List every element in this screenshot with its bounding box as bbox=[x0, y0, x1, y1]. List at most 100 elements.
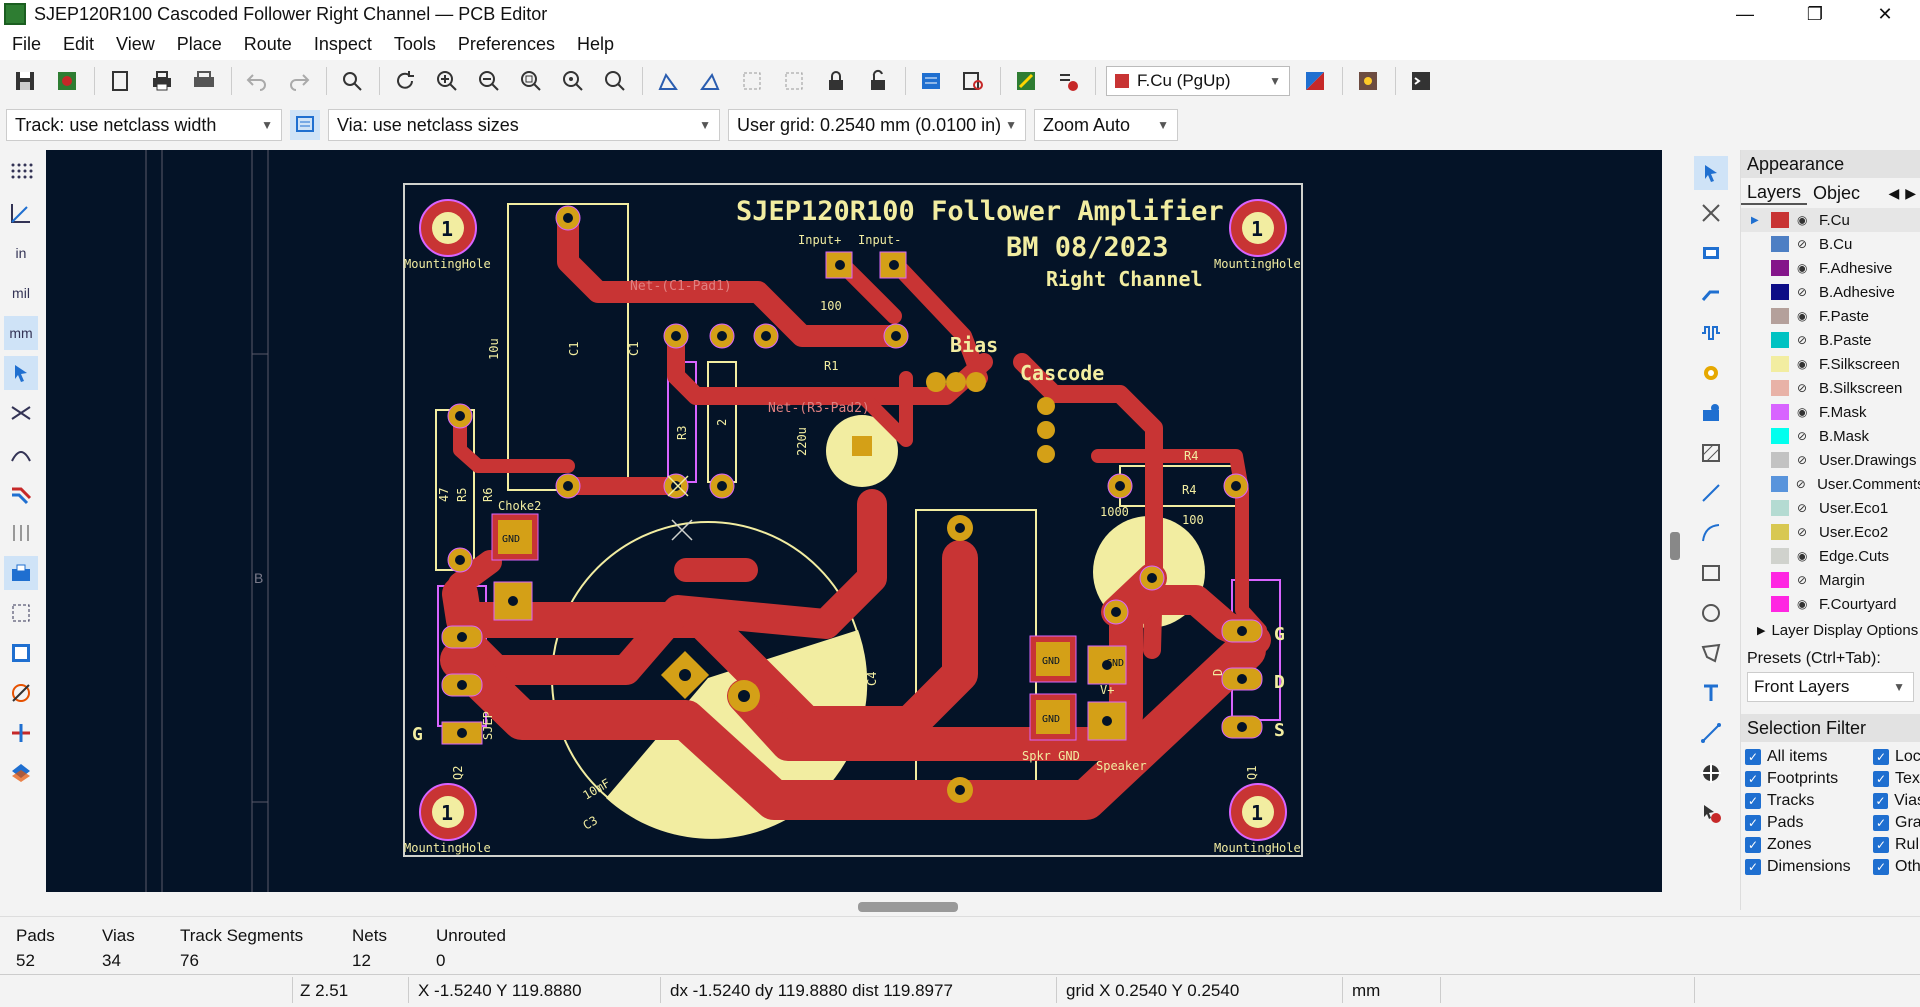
add-footprint-icon[interactable] bbox=[1694, 236, 1728, 270]
via-size-select[interactable]: Via: use netclass sizes ▼ bbox=[328, 109, 720, 141]
active-layer-select[interactable]: F.Cu (PgUp) ▼ bbox=[1106, 66, 1290, 96]
unlock-icon[interactable] bbox=[863, 66, 893, 96]
drc-icon[interactable] bbox=[1053, 66, 1083, 96]
auto-track-width-icon[interactable] bbox=[290, 110, 320, 140]
polar-coords-icon[interactable] bbox=[4, 196, 38, 230]
track-width-select[interactable]: Track: use netclass width ▼ bbox=[6, 109, 282, 141]
zone-outline-icon[interactable] bbox=[4, 596, 38, 630]
layer-row[interactable]: ⊘B.Mask bbox=[1741, 424, 1920, 448]
tab-layers[interactable]: Layers bbox=[1741, 182, 1808, 205]
draw-arc-icon[interactable] bbox=[1694, 516, 1728, 550]
ratsnest-icon[interactable] bbox=[4, 396, 38, 430]
footprint-browser-icon[interactable] bbox=[958, 66, 988, 96]
eye-hidden-icon[interactable]: ⊘ bbox=[1797, 285, 1808, 299]
add-via-icon[interactable] bbox=[1694, 356, 1728, 390]
mirror-h-icon[interactable] bbox=[737, 66, 767, 96]
net-inspector-icon[interactable] bbox=[4, 716, 38, 750]
pcb-canvas[interactable]: B bbox=[46, 150, 1662, 892]
page-settings-icon[interactable] bbox=[105, 66, 135, 96]
layer-color-swatch[interactable] bbox=[1771, 212, 1789, 228]
layer-color-swatch[interactable] bbox=[1771, 404, 1789, 420]
add-dimension-icon[interactable] bbox=[1694, 716, 1728, 750]
layer-row[interactable]: ⊘B.Cu bbox=[1741, 232, 1920, 256]
rule-area-icon[interactable] bbox=[1694, 436, 1728, 470]
mirror-v-icon[interactable] bbox=[779, 66, 809, 96]
layer-color-swatch[interactable] bbox=[1771, 572, 1789, 588]
eye-hidden-icon[interactable]: ⊘ bbox=[1797, 381, 1808, 395]
minimize-button[interactable]: — bbox=[1736, 3, 1754, 24]
menu-view[interactable]: View bbox=[116, 33, 155, 54]
console-icon[interactable] bbox=[1406, 66, 1436, 96]
undo-icon[interactable] bbox=[242, 66, 272, 96]
filter-checkbox[interactable]: ✓Text bbox=[1873, 770, 1920, 788]
close-button[interactable]: ✕ bbox=[1877, 3, 1893, 24]
filter-checkbox[interactable]: ✓Vias bbox=[1873, 792, 1920, 810]
units-mil-button[interactable]: mil bbox=[12, 285, 30, 301]
scripting-icon[interactable] bbox=[1011, 66, 1041, 96]
layer-color-swatch[interactable] bbox=[1771, 308, 1789, 324]
menu-inspect[interactable]: Inspect bbox=[313, 33, 372, 54]
eye-icon[interactable]: ◉ bbox=[1797, 213, 1808, 227]
layer-color-swatch[interactable] bbox=[1771, 284, 1789, 300]
lock-icon[interactable] bbox=[821, 66, 851, 96]
layer-row[interactable]: ⊘B.Adhesive bbox=[1741, 280, 1920, 304]
layer-color-swatch[interactable] bbox=[1771, 260, 1789, 276]
select-tool-icon[interactable] bbox=[1694, 156, 1728, 190]
layer-row[interactable]: ◉F.Adhesive bbox=[1741, 256, 1920, 280]
eye-icon[interactable]: ◉ bbox=[1797, 357, 1808, 371]
draw-rectangle-icon[interactable] bbox=[1694, 556, 1728, 590]
filter-checkbox[interactable]: ✓Tracks bbox=[1745, 792, 1873, 810]
save-icon[interactable] bbox=[10, 66, 40, 96]
eye-icon[interactable]: ◉ bbox=[1797, 405, 1808, 419]
eye-icon[interactable]: ◉ bbox=[1797, 549, 1808, 563]
board-setup-icon[interactable] bbox=[52, 66, 82, 96]
filter-checkbox[interactable]: ✓Gra bbox=[1873, 814, 1920, 832]
filter-checkbox[interactable]: ✓Oth bbox=[1873, 858, 1920, 876]
eye-hidden-icon[interactable]: ⊘ bbox=[1795, 477, 1806, 491]
layer-color-swatch[interactable] bbox=[1771, 380, 1789, 396]
maximize-button[interactable]: ❐ bbox=[1806, 3, 1824, 24]
zoom-in-icon[interactable] bbox=[432, 66, 462, 96]
layer-row[interactable]: ⊘Margin bbox=[1741, 568, 1920, 592]
filter-checkbox[interactable]: ✓Loc bbox=[1873, 748, 1920, 766]
eye-icon[interactable]: ◉ bbox=[1797, 309, 1808, 323]
layer-row[interactable]: ⊘User.Comments bbox=[1741, 472, 1920, 496]
layer-color-swatch[interactable] bbox=[1771, 524, 1789, 540]
menu-help[interactable]: Help bbox=[576, 33, 614, 54]
eye-icon[interactable]: ◉ bbox=[1797, 261, 1808, 275]
layer-row[interactable]: ◉Edge.Cuts bbox=[1741, 544, 1920, 568]
local-ratsnest-icon[interactable] bbox=[1694, 196, 1728, 230]
zoom-objects-icon[interactable] bbox=[558, 66, 588, 96]
eye-hidden-icon[interactable]: ⊘ bbox=[1797, 237, 1808, 251]
netlist-icon[interactable] bbox=[916, 66, 946, 96]
eye-hidden-icon[interactable]: ⊘ bbox=[1797, 453, 1808, 467]
layer-row[interactable]: ⊘User.Eco1 bbox=[1741, 496, 1920, 520]
draw-circle-icon[interactable] bbox=[1694, 596, 1728, 630]
horizontal-scrollbar[interactable] bbox=[858, 902, 958, 912]
filter-checkbox[interactable]: ✓Rul bbox=[1873, 836, 1920, 854]
eye-hidden-icon[interactable]: ⊘ bbox=[1797, 573, 1808, 587]
layer-color-swatch[interactable] bbox=[1770, 476, 1788, 492]
rotate-cw-icon[interactable] bbox=[695, 66, 725, 96]
layer-pair-icon[interactable] bbox=[1300, 66, 1330, 96]
layer-color-swatch[interactable] bbox=[1771, 356, 1789, 372]
eye-hidden-icon[interactable]: ⊘ bbox=[1797, 525, 1808, 539]
filter-checkbox[interactable]: ✓Footprints bbox=[1745, 770, 1873, 788]
grid-select[interactable]: User grid: 0.2540 mm (0.0100 in) ▼ bbox=[728, 109, 1026, 141]
rotate-ccw-icon[interactable] bbox=[653, 66, 683, 96]
layer-display-options[interactable]: ▶ Layer Display Options bbox=[1741, 618, 1920, 642]
filter-checkbox[interactable]: ✓All items bbox=[1745, 748, 1873, 766]
eye-hidden-icon[interactable]: ⊘ bbox=[1797, 501, 1808, 515]
route-track-icon[interactable] bbox=[1694, 276, 1728, 310]
layers-manager-icon[interactable] bbox=[4, 756, 38, 790]
zoom-select[interactable]: Zoom Auto ▼ bbox=[1034, 109, 1178, 141]
draw-line-icon[interactable] bbox=[1694, 476, 1728, 510]
print-icon[interactable] bbox=[147, 66, 177, 96]
grid-toggle-icon[interactable] bbox=[4, 156, 38, 190]
filter-checkbox[interactable]: ✓Dimensions bbox=[1745, 858, 1873, 876]
plot-icon[interactable] bbox=[189, 66, 219, 96]
layer-row[interactable]: ◉F.Mask bbox=[1741, 400, 1920, 424]
layer-color-swatch[interactable] bbox=[1771, 452, 1789, 468]
menu-place[interactable]: Place bbox=[176, 33, 222, 54]
menu-tools[interactable]: Tools bbox=[393, 33, 436, 54]
